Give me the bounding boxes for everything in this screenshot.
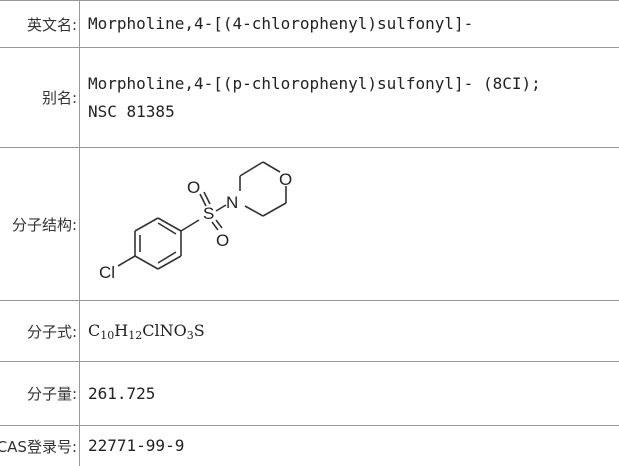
formula-label: 分子式: (26, 322, 77, 341)
formula-h: H (114, 320, 129, 340)
row-english-name: 英文名: Morpholine,4-[(4-chlorophenyl)sulfo… (0, 0, 619, 48)
english-name-value-cell: Morpholine,4-[(4-chlorophenyl)sulfonyl]- (88, 1, 619, 47)
molecular-formula: C10H12ClNO3S (88, 321, 619, 342)
bond-s-to-n (215, 204, 227, 212)
english-name-label: 英文名: (26, 15, 77, 34)
english-name-value: Morpholine,4-[(4-chlorophenyl)sulfonyl]- (88, 14, 474, 33)
bond-ring-1 (157, 217, 182, 232)
bond-s-o-bottom-a (211, 221, 219, 231)
alias-value-cell: Morpholine,4-[(p-chlorophenyl)sulfonyl]-… (88, 48, 619, 147)
mass-label: 分子量: (26, 385, 77, 403)
row-structure: 分子结构: (0, 148, 619, 301)
formula-h-count: 12 (128, 328, 143, 342)
formula-label-cell: 分子式: (0, 301, 80, 361)
bond-ring-6 (134, 217, 159, 232)
molecular-structure-diagram: S O O N O Cl (99, 161, 292, 282)
cas-label: CAS登录号: (0, 437, 77, 456)
atom-o-top: O (187, 178, 200, 197)
cas-value: 22771-99-9 (88, 436, 185, 455)
structure-bonds (117, 161, 287, 270)
mass-value-cell: 261.725 (88, 362, 619, 425)
row-mass: 分子量: 261.725 (0, 362, 619, 426)
atom-cl: Cl (99, 263, 115, 282)
bond-morph-2 (239, 161, 264, 177)
atom-n: N (226, 193, 238, 212)
bond-ring-to-s (180, 219, 200, 232)
cas-value-cell: 22771-99-9 (88, 426, 619, 466)
bond-ring-3 (157, 255, 182, 270)
atom-o-bottom: O (216, 231, 229, 250)
formula-o-count: 3 (186, 328, 194, 342)
bond-s-o-top-b (203, 191, 211, 205)
row-cas: CAS登录号: 22771-99-9 (0, 426, 619, 466)
row-formula: 分子式: C10H12ClNO3S (0, 301, 619, 362)
bond-ring-4 (134, 255, 159, 270)
alias-label: 别名: (41, 89, 77, 107)
alias-value-line-1: Morpholine,4-[(p-chlorophenyl)sulfonyl]-… (88, 73, 541, 93)
bond-ring-double-2 (157, 251, 177, 264)
english-name-label-cell: 英文名: (0, 1, 80, 47)
cas-label-cell: CAS登录号: (0, 426, 80, 466)
structure-label-cell: 分子结构: (0, 148, 80, 300)
bond-morph-5 (262, 202, 287, 217)
alias-value-line-2: NSC 81385 (88, 101, 175, 121)
bond-s-o-bottom-b (215, 219, 223, 229)
formula-c: C (88, 320, 101, 340)
formula-s: S (193, 320, 205, 340)
atom-s: S (203, 204, 214, 223)
mass-value: 261.725 (88, 383, 156, 403)
bond-ring-double-1 (157, 222, 177, 235)
bond-s-o-top-a (199, 193, 207, 207)
alias-label-cell: 别名: (0, 48, 80, 147)
atom-o-ring: O (279, 170, 292, 189)
bond-morph-6 (244, 205, 264, 217)
structure-label: 分子结构: (11, 215, 77, 234)
mass-label-cell: 分子量: (0, 362, 80, 425)
formula-c-count: 10 (100, 328, 115, 342)
formula-clno: ClNO (142, 320, 187, 340)
bond-ring-to-cl (117, 255, 136, 267)
bond-morph-3 (262, 161, 281, 173)
formula-value-cell: C10H12ClNO3S (88, 301, 619, 361)
row-alias: 别名: Morpholine,4-[(p-chlorophenyl)sulfon… (0, 48, 619, 148)
